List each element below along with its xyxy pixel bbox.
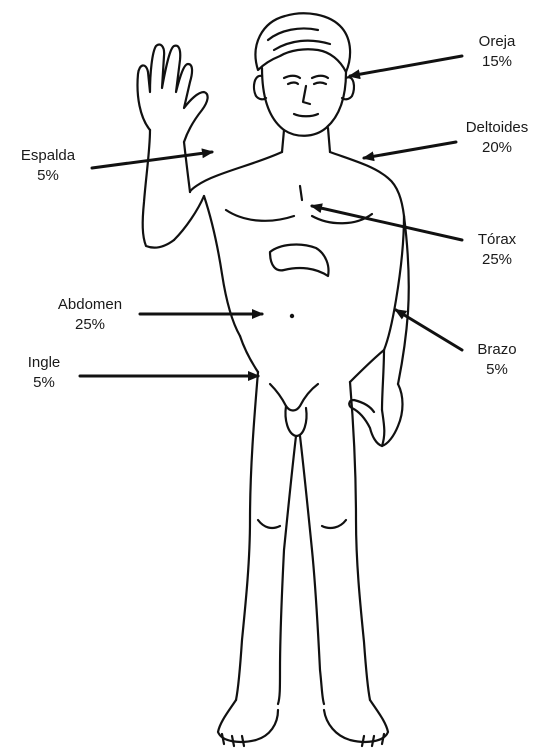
- label-deltoides: Deltoides 20%: [455, 118, 539, 158]
- left-foot: [324, 700, 388, 742]
- right-foot: [218, 700, 278, 742]
- label-oreja-name: Oreja: [470, 32, 524, 52]
- label-brazo-name: Brazo: [462, 340, 532, 360]
- label-abdomen-percent: 25%: [44, 315, 136, 335]
- label-torax: Tórax 25%: [462, 230, 532, 270]
- label-ingle: Ingle 5%: [16, 353, 72, 393]
- label-deltoides-percent: 20%: [455, 138, 539, 158]
- label-oreja-percent: 15%: [470, 52, 524, 72]
- label-deltoides-name: Deltoides: [455, 118, 539, 138]
- label-brazo-percent: 5%: [462, 360, 532, 380]
- arrow-oreja: [350, 56, 462, 76]
- label-torax-percent: 25%: [462, 250, 532, 270]
- label-torax-name: Tórax: [462, 230, 532, 250]
- lowered-hand: [349, 384, 402, 446]
- hair-outline: [256, 13, 351, 72]
- arrow-espalda: [92, 152, 212, 168]
- label-espalda-percent: 5%: [8, 166, 88, 186]
- raised-hand: [138, 44, 208, 142]
- label-abdomen: Abdomen 25%: [44, 295, 136, 335]
- label-ingle-name: Ingle: [16, 353, 72, 373]
- groin-outline: [270, 384, 318, 411]
- label-espalda: Espalda 5%: [8, 146, 88, 186]
- label-brazo: Brazo 5%: [462, 340, 532, 380]
- arrow-deltoides: [364, 142, 456, 158]
- label-oreja: Oreja 15%: [470, 32, 524, 72]
- label-ingle-percent: 5%: [16, 373, 72, 393]
- shoulder-line: [190, 152, 282, 192]
- label-espalda-name: Espalda: [8, 146, 88, 166]
- label-abdomen-name: Abdomen: [44, 295, 136, 315]
